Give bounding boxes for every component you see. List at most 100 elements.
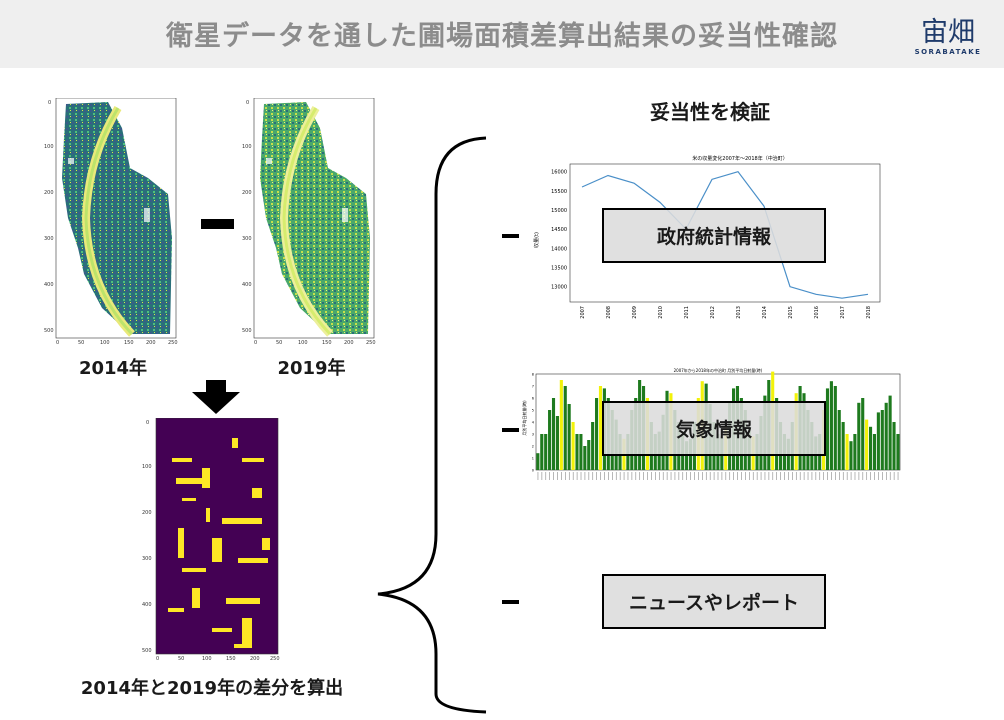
x-tick-mark: [565, 472, 566, 480]
x-tick: 50: [178, 656, 185, 662]
y-tick: 100: [142, 464, 152, 470]
x-tick-mark: [752, 472, 754, 480]
x-tick: 250: [168, 340, 178, 346]
x-tick-mark: [741, 472, 742, 480]
y-tick: 100: [242, 144, 252, 150]
x-tick-mark: [780, 472, 781, 480]
bar: [861, 398, 865, 470]
x-tick: 0: [56, 340, 60, 346]
page-title: 衛星データを通した圃場面積差算出結果の妥当性確認: [166, 21, 838, 52]
bar: [884, 402, 888, 470]
x-tick-label: 2017: [840, 306, 846, 319]
x-tick-mark: [612, 472, 613, 480]
y-tick: 200: [142, 510, 152, 516]
x-tick-mark: [662, 472, 664, 480]
y-tick: 500: [242, 328, 252, 334]
x-tick-mark: [764, 472, 766, 480]
x-tick-mark: [643, 472, 644, 480]
map-2014: 0 100 200 300 400 500 0 50 100 150 200 2…: [44, 97, 178, 348]
series-line: [581, 170, 869, 299]
x-tick-mark: [631, 472, 633, 480]
x-tick-mark: [658, 472, 660, 480]
x-tick-mark: [776, 472, 778, 480]
x-tick: 100: [100, 340, 110, 346]
x-tick-mark: [627, 472, 629, 480]
y-tick-label: 4: [532, 421, 535, 425]
map-difference-image: [155, 417, 279, 655]
y-tick-label: 8: [532, 373, 534, 377]
bar: [536, 453, 540, 470]
x-tick-mark: [807, 472, 809, 480]
x-tick-mark: [686, 472, 687, 480]
bar: [876, 412, 880, 470]
bar: [551, 398, 556, 470]
bar: [595, 398, 599, 470]
bar: [872, 434, 877, 470]
bar: [880, 410, 884, 470]
x-tick-mark: [866, 472, 868, 480]
x-tick-mark: [772, 472, 774, 480]
x-tick-label: 2014: [762, 306, 768, 319]
x-tick-mark: [733, 472, 734, 480]
x-tick-mark: [760, 472, 762, 480]
x-tick-mark: [799, 472, 801, 480]
x-tick-label: 2015: [788, 306, 794, 319]
y-tick-label: 13000: [551, 285, 567, 291]
header-bar: 衛星データを通した圃場面積差算出結果の妥当性確認 宙畑 SORABATAKE: [0, 0, 1004, 68]
bar: [888, 395, 892, 470]
x-tick-mark: [870, 472, 871, 480]
chart-title: 2007年から2018年の中治町 月別平均日射量(時): [674, 367, 763, 373]
bar: [563, 386, 567, 470]
x-tick-mark: [588, 472, 590, 480]
x-tick-mark: [792, 472, 793, 480]
x-tick: 150: [226, 656, 236, 662]
x-tick-mark: [788, 472, 789, 480]
bar: [575, 434, 579, 470]
x-tick: 100: [202, 656, 212, 662]
bar: [829, 381, 833, 470]
curly-brace: [377, 136, 487, 714]
x-tick-mark: [553, 472, 554, 480]
x-tick: 100: [298, 340, 308, 346]
y-tick-label: 16000: [551, 170, 567, 176]
y-tick-label: 3: [532, 433, 534, 437]
y-tick: 400: [142, 602, 152, 608]
x-tick-mark: [709, 472, 711, 480]
x-tick-label: 2007: [580, 306, 586, 319]
gov-stats-label-box: 政府統計情報: [602, 208, 826, 263]
x-tick-mark: [811, 472, 813, 480]
chart-title: 米の収量変化2007年〜2018年（中治町）: [692, 155, 787, 162]
x-tick-mark: [882, 472, 883, 480]
logo-text: 宙畑: [921, 17, 975, 48]
bar: [849, 441, 853, 470]
bar: [544, 434, 548, 470]
verify-title: 妥当性を検証: [650, 100, 770, 124]
x-tick-mark: [702, 472, 703, 480]
bar: [559, 380, 563, 470]
y-tick: 0: [146, 420, 150, 426]
x-tick-mark: [874, 472, 875, 480]
x-tick: 250: [270, 656, 280, 662]
x-tick-mark: [682, 472, 684, 480]
x-tick-mark: [670, 472, 672, 480]
bar: [841, 422, 845, 470]
x-tick-mark: [721, 472, 723, 480]
y-tick-label: 14000: [551, 246, 567, 252]
x-tick-mark: [561, 472, 562, 480]
x-tick-mark: [674, 472, 676, 480]
y-tick: 100: [44, 144, 54, 150]
bar: [825, 388, 830, 470]
x-tick-mark: [854, 472, 856, 480]
x-tick-mark: [886, 472, 887, 480]
bar: [865, 419, 869, 470]
x-tick-mark: [549, 472, 550, 480]
y-tick: 0: [48, 100, 52, 106]
down-arrow-icon: [192, 380, 240, 414]
x-tick-mark: [839, 472, 840, 480]
bar: [892, 422, 896, 470]
x-tick-mark: [827, 472, 828, 480]
x-tick-mark: [608, 472, 609, 480]
x-tick-mark: [576, 472, 578, 480]
y-tick: 400: [44, 282, 54, 288]
y-tick-label: 13500: [551, 266, 567, 272]
